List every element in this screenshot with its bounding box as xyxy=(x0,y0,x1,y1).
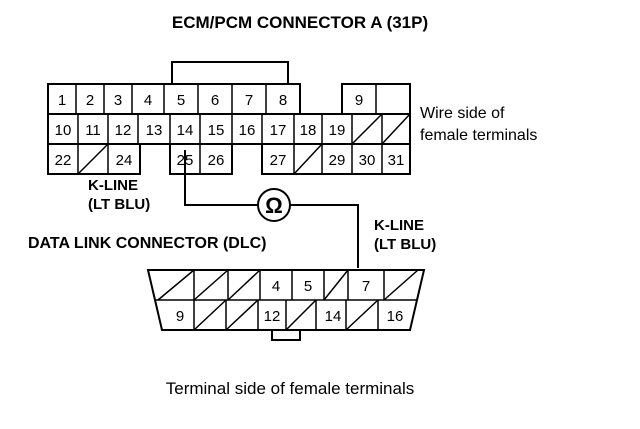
ecm-pin-label: 14 xyxy=(177,122,194,139)
dlc-pin-label: 4 xyxy=(272,278,280,295)
k-line-right-line1: K-LINE xyxy=(374,217,424,234)
dlc-pin-label: 12 xyxy=(264,308,281,325)
wire-side-label-line2: female terminals xyxy=(420,127,537,144)
dlc-title: DATA LINK CONNECTOR (DLC) xyxy=(28,235,267,252)
ecm-pin-label: 11 xyxy=(85,122,101,139)
dlc-blank-cavity-2 xyxy=(193,269,229,301)
ecm-pin-label: 16 xyxy=(239,122,256,139)
dlc-blank-cavity-6 xyxy=(323,269,349,301)
blank-cavity-23 xyxy=(77,143,109,175)
k-line-left-line1: K-LINE xyxy=(88,177,138,194)
dlc-tab xyxy=(271,330,301,341)
terminal-side-caption: Terminal side of female terminals xyxy=(166,379,414,398)
ecm-pin-label: 9 xyxy=(355,92,363,109)
dlc-blank-cavity-8 xyxy=(383,269,419,301)
ecm-pin-label: 31 xyxy=(388,152,405,169)
ecm-pin-label: 15 xyxy=(208,122,225,139)
ecm-pin-label: 19 xyxy=(329,122,346,139)
ecm-pin-label: 7 xyxy=(245,92,253,109)
k-line-wire-dlc xyxy=(290,204,359,268)
dlc-blank-cavity-3 xyxy=(227,269,261,301)
ecm-pin-label: 26 xyxy=(208,152,225,169)
blank-cavity-28 xyxy=(293,143,323,175)
dlc-housing xyxy=(146,269,426,331)
dlc-pin-label: 9 xyxy=(176,308,184,325)
ecm-pin-label: 29 xyxy=(329,152,346,169)
ecm-row3-left-block xyxy=(47,143,141,175)
ecm-pin-label: 12 xyxy=(115,122,132,139)
ecm-pin-label: 30 xyxy=(359,152,376,169)
dlc-blank-cavity-1 xyxy=(157,269,195,301)
k-line-wire-ecm xyxy=(184,150,258,206)
dlc-pin-label: 16 xyxy=(387,308,404,325)
ecm-row3-right-block xyxy=(261,143,411,175)
dlc-pin-labels: 4 5 7 9 12 14 16 xyxy=(176,278,404,325)
ecm-pin-label: 17 xyxy=(270,122,287,139)
k-line-left-line2: (LT BLU) xyxy=(88,196,150,213)
blank-cavity-20 xyxy=(351,113,383,145)
ecm-pin-label: 5 xyxy=(177,92,185,109)
ecm-row3-mid-block xyxy=(169,143,233,175)
ohm-glyph: Ω xyxy=(265,193,283,218)
dlc-pin-label: 14 xyxy=(325,308,342,325)
dlc-pin-label: 5 xyxy=(304,278,312,295)
dlc-connector xyxy=(146,269,426,341)
ecm-pin-label: 4 xyxy=(144,92,152,109)
ecm-pin-label: 8 xyxy=(279,92,287,109)
ecm-pin-label: 3 xyxy=(114,92,122,109)
k-line-right-line2: (LT BLU) xyxy=(374,236,436,253)
ecm-pin-label: 1 xyxy=(58,92,66,109)
ecm-pin-label: 6 xyxy=(211,92,219,109)
ecm-pin-label: 18 xyxy=(300,122,317,139)
ecm-pin-label: 2 xyxy=(86,92,94,109)
ecm-pin-label: 13 xyxy=(146,122,163,139)
wire-side-label-line1: Wire side of xyxy=(420,105,505,122)
test-circuit xyxy=(184,150,359,268)
dlc-pin-label: 7 xyxy=(362,278,370,295)
ecm-pin-label: 22 xyxy=(55,152,72,169)
ecm-connector-title: ECM/PCM CONNECTOR A (31P) xyxy=(172,13,428,32)
dlc-blank-cavity-11 xyxy=(225,299,259,331)
ecm-pin-label: 24 xyxy=(116,152,133,169)
ecm-pin-label: 27 xyxy=(270,152,287,169)
ecm-pin-labels: 1 2 3 4 5 6 7 8 9 10 11 12 13 14 15 16 1… xyxy=(55,92,405,169)
ecm-lock-tab xyxy=(171,61,289,84)
dlc-blank-cavity-10 xyxy=(193,299,227,331)
blank-cavity-21 xyxy=(381,113,411,145)
ecm-connector xyxy=(47,61,411,175)
dlc-blank-cavity-15 xyxy=(345,299,379,331)
dlc-blank-cavity-13 xyxy=(285,299,317,331)
ecm-pin-label: 10 xyxy=(55,122,72,139)
